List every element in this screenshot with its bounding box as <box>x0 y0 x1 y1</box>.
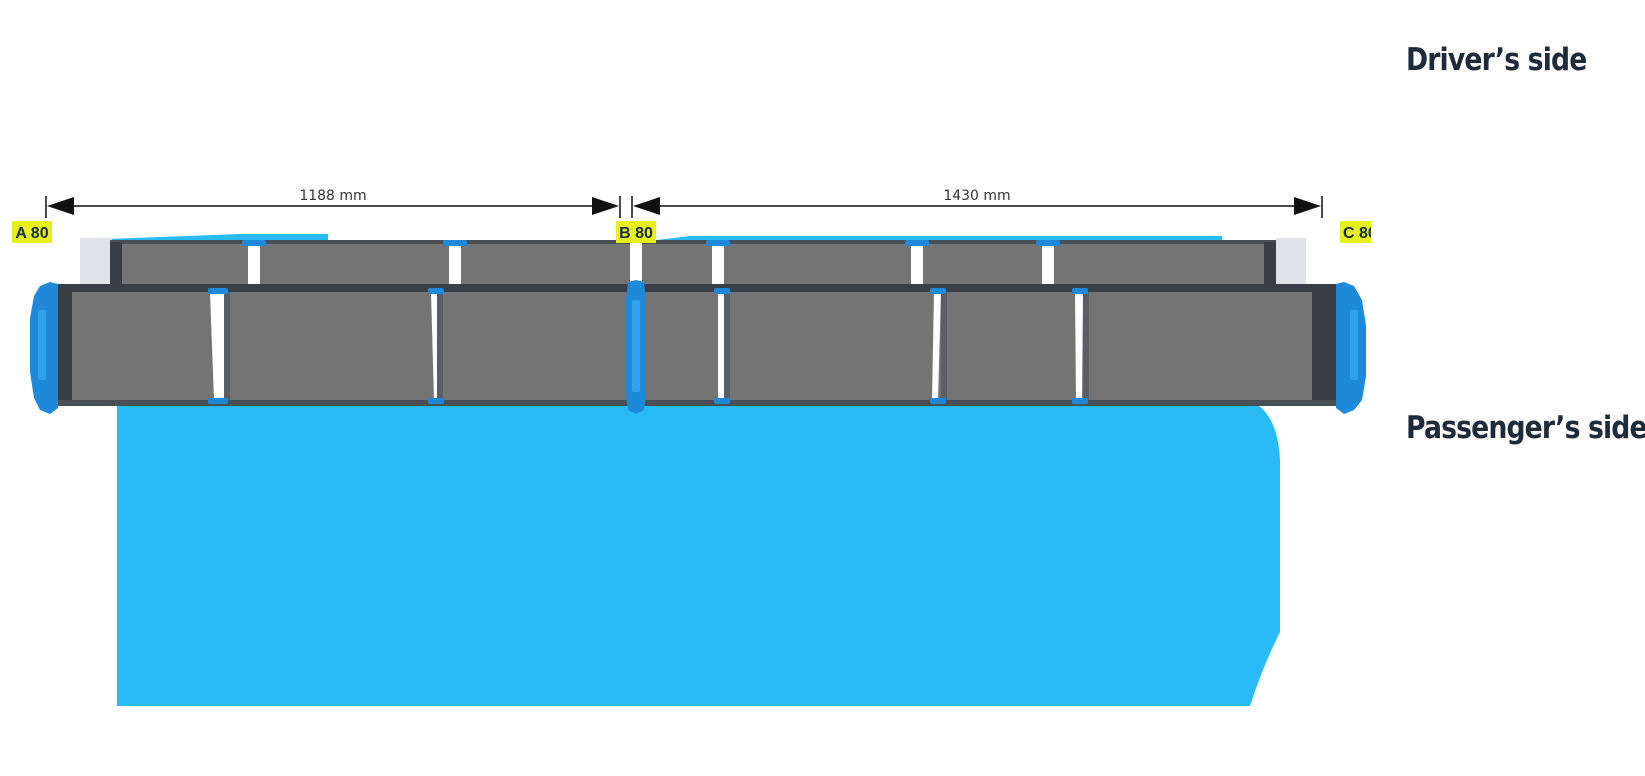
dimension-lines: 1188 mm 1430 mm <box>45 188 1323 218</box>
mount-tag-c: C 80 <box>1340 221 1377 243</box>
mount-tag-a-label: A 80 <box>15 225 48 242</box>
front-bar-bottom-edge <box>56 400 1338 406</box>
vehicle-roof <box>117 405 1280 706</box>
front-divider-shadow <box>224 292 230 400</box>
mount-tag-c-bg <box>1340 221 1371 243</box>
rear-bracket <box>911 244 923 286</box>
dimension-b-c: 1430 mm <box>633 188 1321 215</box>
mount-tag-a: A 80 <box>12 221 52 243</box>
rear-bar-top-edge <box>110 240 1276 244</box>
rear-bracket-cap <box>706 240 730 246</box>
rear-bracket-cap <box>443 240 467 246</box>
front-divider-shadow <box>437 292 443 400</box>
dimension-label-b-c: 1430 mm <box>943 188 1010 204</box>
dimension-a-b: 1188 mm <box>47 188 619 215</box>
rear-bracket <box>1042 244 1054 286</box>
foot-clamp-highlight <box>1350 310 1358 380</box>
foot-clamp-highlights <box>38 300 1358 392</box>
passenger-side-label: Passenger’s side <box>1406 410 1645 446</box>
rear-bar-end-left <box>80 238 112 284</box>
rear-bar-bracket-caps <box>242 240 1060 246</box>
dimension-arrow-right <box>1294 197 1321 215</box>
rear-bracket <box>712 244 724 286</box>
rear-bar-cap-right <box>1264 242 1276 286</box>
foot-clamp-highlight <box>632 300 640 392</box>
front-divider-shadow <box>1083 292 1089 400</box>
dimension-label-a-b: 1188 mm <box>299 188 366 204</box>
front-divider-cap <box>1072 398 1088 404</box>
front-divider-shadow <box>941 292 947 400</box>
front-divider-cap <box>930 288 946 294</box>
front-divider-cap <box>1072 288 1088 294</box>
front-divider <box>1075 292 1083 400</box>
front-divider-cap <box>714 398 730 404</box>
mount-tag-c-label: C 80 <box>1343 225 1377 242</box>
front-bar-face <box>72 292 1312 400</box>
front-divider-cap <box>208 398 228 404</box>
rear-bar-body <box>110 242 1276 286</box>
rear-bar-end-right <box>1276 238 1306 284</box>
foot-clamp-highlight <box>38 310 46 380</box>
mount-tag-b-bg <box>616 221 656 243</box>
dimension-arrow-left <box>47 197 74 215</box>
front-divider-cap <box>714 288 730 294</box>
front-divider <box>932 292 941 400</box>
mount-tag-b: B 80 <box>616 221 656 243</box>
rear-bracket-cap <box>1036 240 1060 246</box>
mount-tag-c-clip: C 80 <box>1343 225 1377 242</box>
driver-side-label: Driver’s side <box>1406 42 1587 78</box>
rear-bar-brackets <box>248 244 1054 286</box>
mount-tag-a-bg <box>12 221 52 243</box>
front-bar-divider-caps <box>208 288 1088 404</box>
front-divider <box>210 292 226 400</box>
dimension-arrow-left <box>633 197 660 215</box>
front-divider-cap <box>428 288 444 294</box>
rear-bracket <box>248 244 260 286</box>
rear-bracket-cap <box>905 240 929 246</box>
dimension-arrow-right <box>592 197 619 215</box>
front-divider-cap <box>428 398 444 404</box>
front-divider-cap <box>930 398 946 404</box>
front-bar-divider-shadows <box>224 292 1089 400</box>
mount-tag-b-label: B 80 <box>619 225 653 242</box>
front-divider-shadow <box>724 292 730 400</box>
rear-bar-divider <box>630 242 642 286</box>
front-crossbar <box>56 284 1338 406</box>
rear-bracket-cap <box>242 240 266 246</box>
rear-crossbar <box>80 238 1306 286</box>
front-divider <box>718 292 724 400</box>
rear-bar-cap-left <box>110 242 122 286</box>
front-divider-cap <box>208 288 228 294</box>
rear-bracket <box>449 244 461 286</box>
